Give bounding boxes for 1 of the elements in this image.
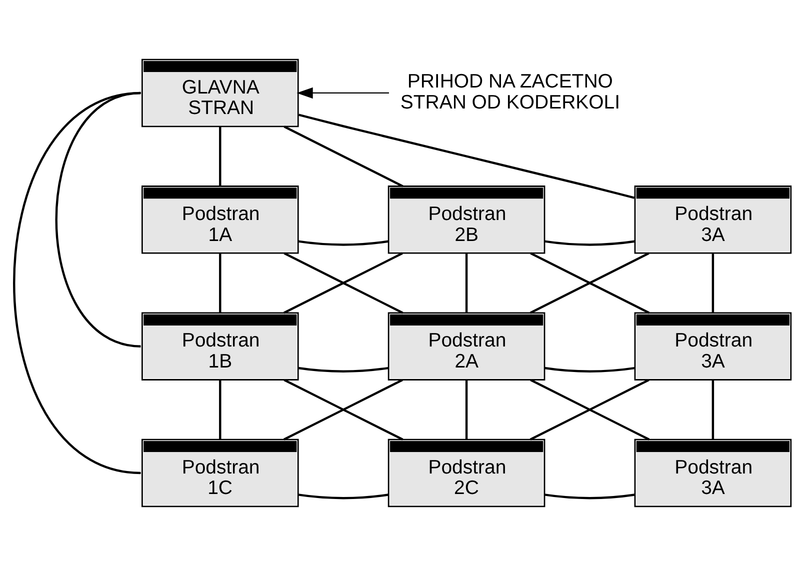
node-text: PRIHOD NA ZACETNO STRAN OD KODERKOLI	[400, 70, 620, 114]
